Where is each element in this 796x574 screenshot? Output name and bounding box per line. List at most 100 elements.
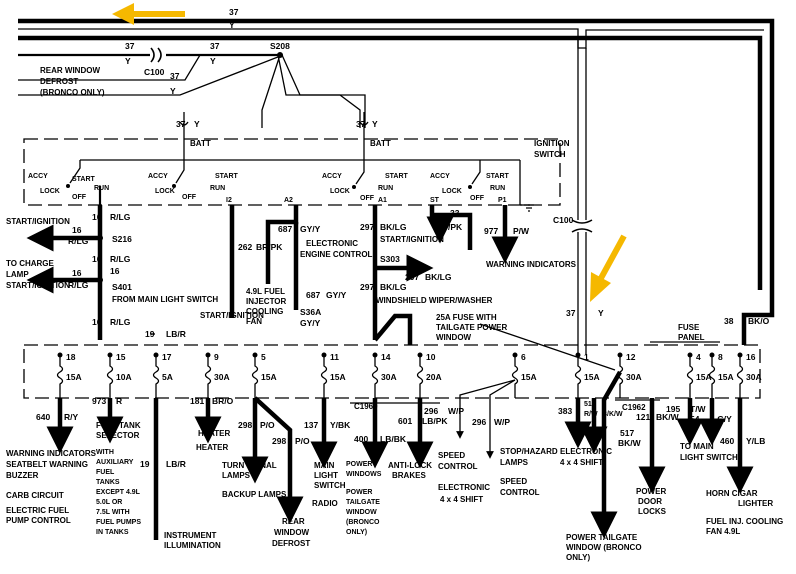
svg-text:SWITCH: SWITCH — [314, 481, 346, 490]
svg-text:REAR WINDOW: REAR WINDOW — [40, 66, 100, 75]
svg-text:WINDOWS: WINDOWS — [346, 471, 382, 478]
fuse-amperage: 30A — [381, 372, 397, 382]
svg-text:W/P: W/P — [448, 406, 464, 416]
fuse-symbol — [371, 355, 379, 398]
svg-text:4 x 4 SHIFT: 4 x 4 SHIFT — [440, 495, 483, 504]
svg-text:OFF: OFF — [72, 194, 87, 201]
svg-text:OFF: OFF — [470, 195, 485, 202]
svg-text:C1960: C1960 — [354, 402, 378, 411]
svg-text:IGNITION: IGNITION — [534, 139, 570, 148]
svg-text:HEATER: HEATER — [198, 429, 231, 438]
svg-text:LOCK: LOCK — [40, 188, 60, 195]
fuse-amperage: 30A — [746, 372, 762, 382]
svg-text:W/PK: W/PK — [440, 222, 463, 232]
svg-text:517: 517 — [584, 401, 596, 408]
svg-text:S208: S208 — [270, 41, 290, 51]
svg-text:POWER: POWER — [346, 461, 372, 468]
svg-text:START: START — [215, 173, 239, 180]
svg-text:HORN CIGAR: HORN CIGAR — [706, 489, 758, 498]
svg-text:16: 16 — [72, 225, 82, 235]
svg-text:Y: Y — [125, 56, 131, 66]
svg-text:RUN: RUN — [210, 185, 225, 192]
svg-text:ILLUMINATION: ILLUMINATION — [164, 541, 221, 550]
fuse-number: 16 — [746, 352, 756, 362]
svg-text:977: 977 — [484, 226, 498, 236]
svg-text:OFF: OFF — [360, 195, 375, 202]
fuse-amperage: 15A — [584, 372, 600, 382]
svg-text:297: 297 — [405, 272, 419, 282]
svg-text:16: 16 — [92, 254, 102, 264]
fuse-amperage: 15A — [521, 372, 537, 382]
svg-text:296: 296 — [472, 417, 486, 427]
fuse-amperage: 15A — [261, 372, 277, 382]
svg-text:CONTROL: CONTROL — [438, 462, 478, 471]
svg-text:FAN: FAN — [246, 317, 262, 326]
fuse-number: 12 — [626, 352, 636, 362]
svg-text:Y/LB: Y/LB — [746, 436, 765, 446]
svg-text:BK/LG: BK/LG — [425, 272, 452, 282]
svg-text:687: 687 — [306, 290, 320, 300]
svg-text:STOP/HAZARD: STOP/HAZARD — [500, 447, 558, 456]
svg-text:Y: Y — [372, 119, 378, 129]
svg-text:GY/Y: GY/Y — [300, 318, 321, 328]
rmid-feeds: 297 BK/LG START/IGNITION S303 297 BK/LG … — [360, 204, 577, 345]
svg-text:ANTI-LOCK: ANTI-LOCK — [388, 461, 432, 470]
fuse-number: 10 — [426, 352, 436, 362]
svg-text:BK/W: BK/W — [618, 438, 642, 448]
svg-text:SEATBELT WARNING: SEATBELT WARNING — [6, 460, 88, 469]
svg-text:LB/PK: LB/PK — [422, 416, 448, 426]
svg-text:TURN SIGNAL: TURN SIGNAL — [222, 461, 277, 470]
left-start-ignition: 16 R/LG START/IGNITION 16 R/LG S216 16 R… — [6, 205, 218, 340]
svg-text:SPEED: SPEED — [438, 451, 465, 460]
svg-text:Y: Y — [210, 56, 216, 66]
fuse-symbol — [56, 355, 64, 398]
svg-text:START/IGNITION: START/IGNITION — [6, 217, 70, 226]
svg-text:DOOR: DOOR — [638, 497, 662, 506]
svg-text:460: 460 — [720, 436, 734, 446]
fuse-symbol — [736, 355, 744, 398]
svg-text:LIGHT SWITCH: LIGHT SWITCH — [680, 453, 738, 462]
svg-text:MAIN: MAIN — [314, 461, 335, 470]
svg-text:LG/Y: LG/Y — [712, 414, 732, 424]
svg-text:BATT: BATT — [190, 139, 211, 148]
svg-text:START: START — [486, 173, 510, 180]
svg-text:START/IGNITION: START/IGNITION — [380, 235, 444, 244]
svg-text:4 x 4 SHIFT: 4 x 4 SHIFT — [560, 458, 603, 467]
fuse-amperage: 30A — [626, 372, 642, 382]
svg-text:R/LG: R/LG — [110, 254, 131, 264]
fuse-row: 1815A1510A175A930A515A1115A1430A1020A615… — [56, 352, 762, 398]
fuse-amperage: 15A — [718, 372, 734, 382]
svg-text:LIGHT: LIGHT — [314, 471, 338, 480]
svg-text:LAMP: LAMP — [6, 270, 29, 279]
fuse-number: 17 — [162, 352, 172, 362]
svg-text:TO CHARGE: TO CHARGE — [6, 259, 55, 268]
svg-text:(BRONCO: (BRONCO — [346, 519, 380, 526]
svg-text:WINDOW (BRONCO: WINDOW (BRONCO — [566, 543, 642, 552]
fuse-symbol — [251, 355, 259, 398]
svg-text:297: 297 — [360, 282, 374, 292]
svg-text:BATT: BATT — [370, 139, 391, 148]
fuse-amperage: 10A — [116, 372, 132, 382]
svg-text:TO MAIN: TO MAIN — [680, 442, 714, 451]
svg-text:WARNING INDICATORS: WARNING INDICATORS — [6, 449, 97, 458]
fuse-number: 11 — [330, 352, 339, 362]
svg-text:BK/LG: BK/LG — [380, 282, 407, 292]
svg-text:FAN 4.9L: FAN 4.9L — [706, 527, 740, 536]
fuse-number: 5 — [261, 352, 266, 362]
svg-text:A1: A1 — [378, 197, 387, 204]
svg-text:S303: S303 — [380, 254, 400, 264]
svg-text:BRAKES: BRAKES — [392, 471, 426, 480]
top-wire-37-y: 37 Y — [18, 7, 775, 345]
svg-text:POWER TAILGATE: POWER TAILGATE — [566, 533, 638, 542]
fuse-amperage: 20A — [426, 372, 442, 382]
svg-text:ST: ST — [430, 197, 440, 204]
svg-text:38: 38 — [724, 316, 734, 326]
svg-text:687: 687 — [278, 224, 292, 234]
svg-text:I2: I2 — [226, 197, 232, 204]
yellow-arrow-icon — [590, 234, 627, 302]
svg-text:37: 37 — [210, 41, 220, 51]
